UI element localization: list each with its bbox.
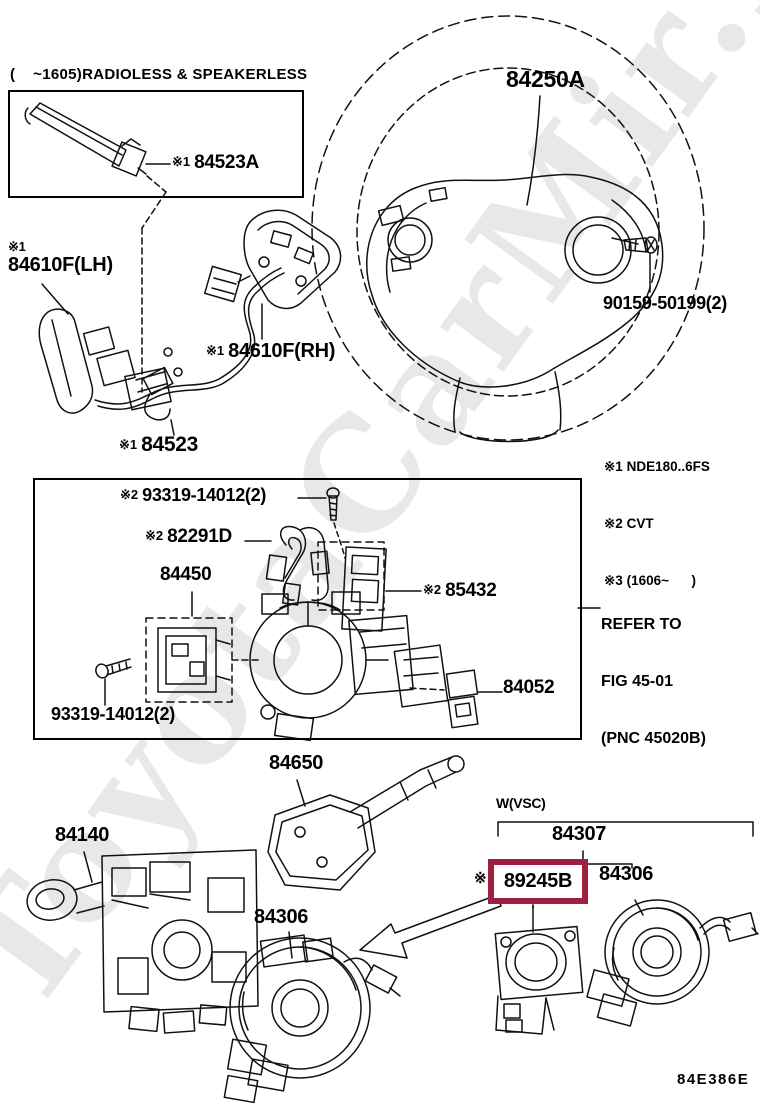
- part-prefix: ※1: [8, 239, 26, 254]
- vsc-option-label: W(VSC): [496, 795, 546, 811]
- screw-93319-top-drawing: [297, 487, 346, 559]
- sensor-89245B-drawing: [494, 904, 584, 1035]
- part-number: 93319-14012(2): [142, 485, 267, 505]
- part-number: 84610F(LH): [8, 253, 113, 276]
- refer-note: REFER TO FIG 45-01 (PNC 45020B): [601, 577, 706, 786]
- part-label-84307: 84307: [552, 823, 607, 845]
- part-label-90159-50199: 90159-50199(2): [603, 293, 727, 313]
- part-prefix: ※2: [120, 487, 139, 502]
- part-label-84306-mid: 84306: [254, 906, 309, 928]
- part-prefix: ※1: [172, 154, 191, 169]
- switch-85432-drawing: [317, 541, 422, 632]
- diagram-code: 84E386E: [677, 1071, 750, 1088]
- connector-84052-drawing: [445, 669, 503, 729]
- direction-arrow: [359, 894, 502, 959]
- part-label-84650: 84650: [269, 752, 324, 774]
- screw-90159-drawing: [611, 236, 658, 293]
- legend-line-2: ※2 CVT: [604, 516, 654, 531]
- part-label-84140: 84140: [55, 824, 110, 846]
- spiral-cable-84306-mid-drawing: [223, 931, 401, 1104]
- column-switch-box: [33, 478, 582, 740]
- part-prefix-89245B: ※: [474, 870, 487, 887]
- part-label-84450: 84450: [160, 564, 212, 585]
- part-label-84306-right: 84306: [599, 863, 654, 885]
- screw-93319-bottom-drawing: [95, 658, 132, 706]
- part-prefix: ※2: [145, 528, 164, 543]
- refer-line-3: (PNC 45020B): [601, 730, 706, 747]
- part-number: 82291D: [167, 526, 232, 547]
- part-number-89245B: 89245B: [503, 870, 573, 892]
- part-number: 84523A: [194, 152, 259, 173]
- part-number: 84523: [141, 433, 199, 456]
- refer-line-1: REFER TO: [601, 616, 682, 633]
- radioless-note: ( ~1605)RADIOLESS & SPEAKERLESS: [10, 66, 308, 83]
- refer-line-2: FIG 45-01: [601, 673, 674, 690]
- harness-84523-drawing: [94, 267, 285, 436]
- part-label-93319-bottom: 93319-14012(2): [51, 704, 175, 724]
- paddle-84610F-LH-drawing: [38, 308, 183, 414]
- wiper-switch-84650-drawing: [267, 755, 465, 891]
- light-switch-84140-drawing: [26, 849, 259, 1034]
- part-number: 85432: [445, 580, 497, 601]
- legend-line-3: ※3 (1606~ ): [604, 573, 696, 588]
- switch-84610F-RH-drawing: [41, 163, 342, 340]
- stalk-84523A-drawing: [24, 102, 167, 393]
- radioless-option-box: [8, 90, 304, 198]
- part-label-84250A: 84250A: [506, 66, 585, 92]
- highlight-box-89245B: 89245B: [488, 859, 588, 904]
- bracket-84450-drawing: [145, 591, 259, 703]
- legend-notes: ※1 NDE180..6FS ※2 CVT ※3 (1606~ ): [604, 419, 710, 628]
- legend-line-1: ※1 NDE180..6FS: [604, 459, 710, 474]
- part-label-84610F-LH: ※1 84610F(LH): [8, 240, 113, 276]
- part-label-84052: 84052: [503, 677, 555, 698]
- spiral-cable-84306-right-drawing: [586, 899, 759, 1027]
- part-prefix: ※2: [423, 582, 442, 597]
- part-prefix: ※1: [119, 437, 138, 452]
- part-prefix: ※1: [206, 343, 225, 358]
- part-number: 84610F(RH): [228, 340, 336, 362]
